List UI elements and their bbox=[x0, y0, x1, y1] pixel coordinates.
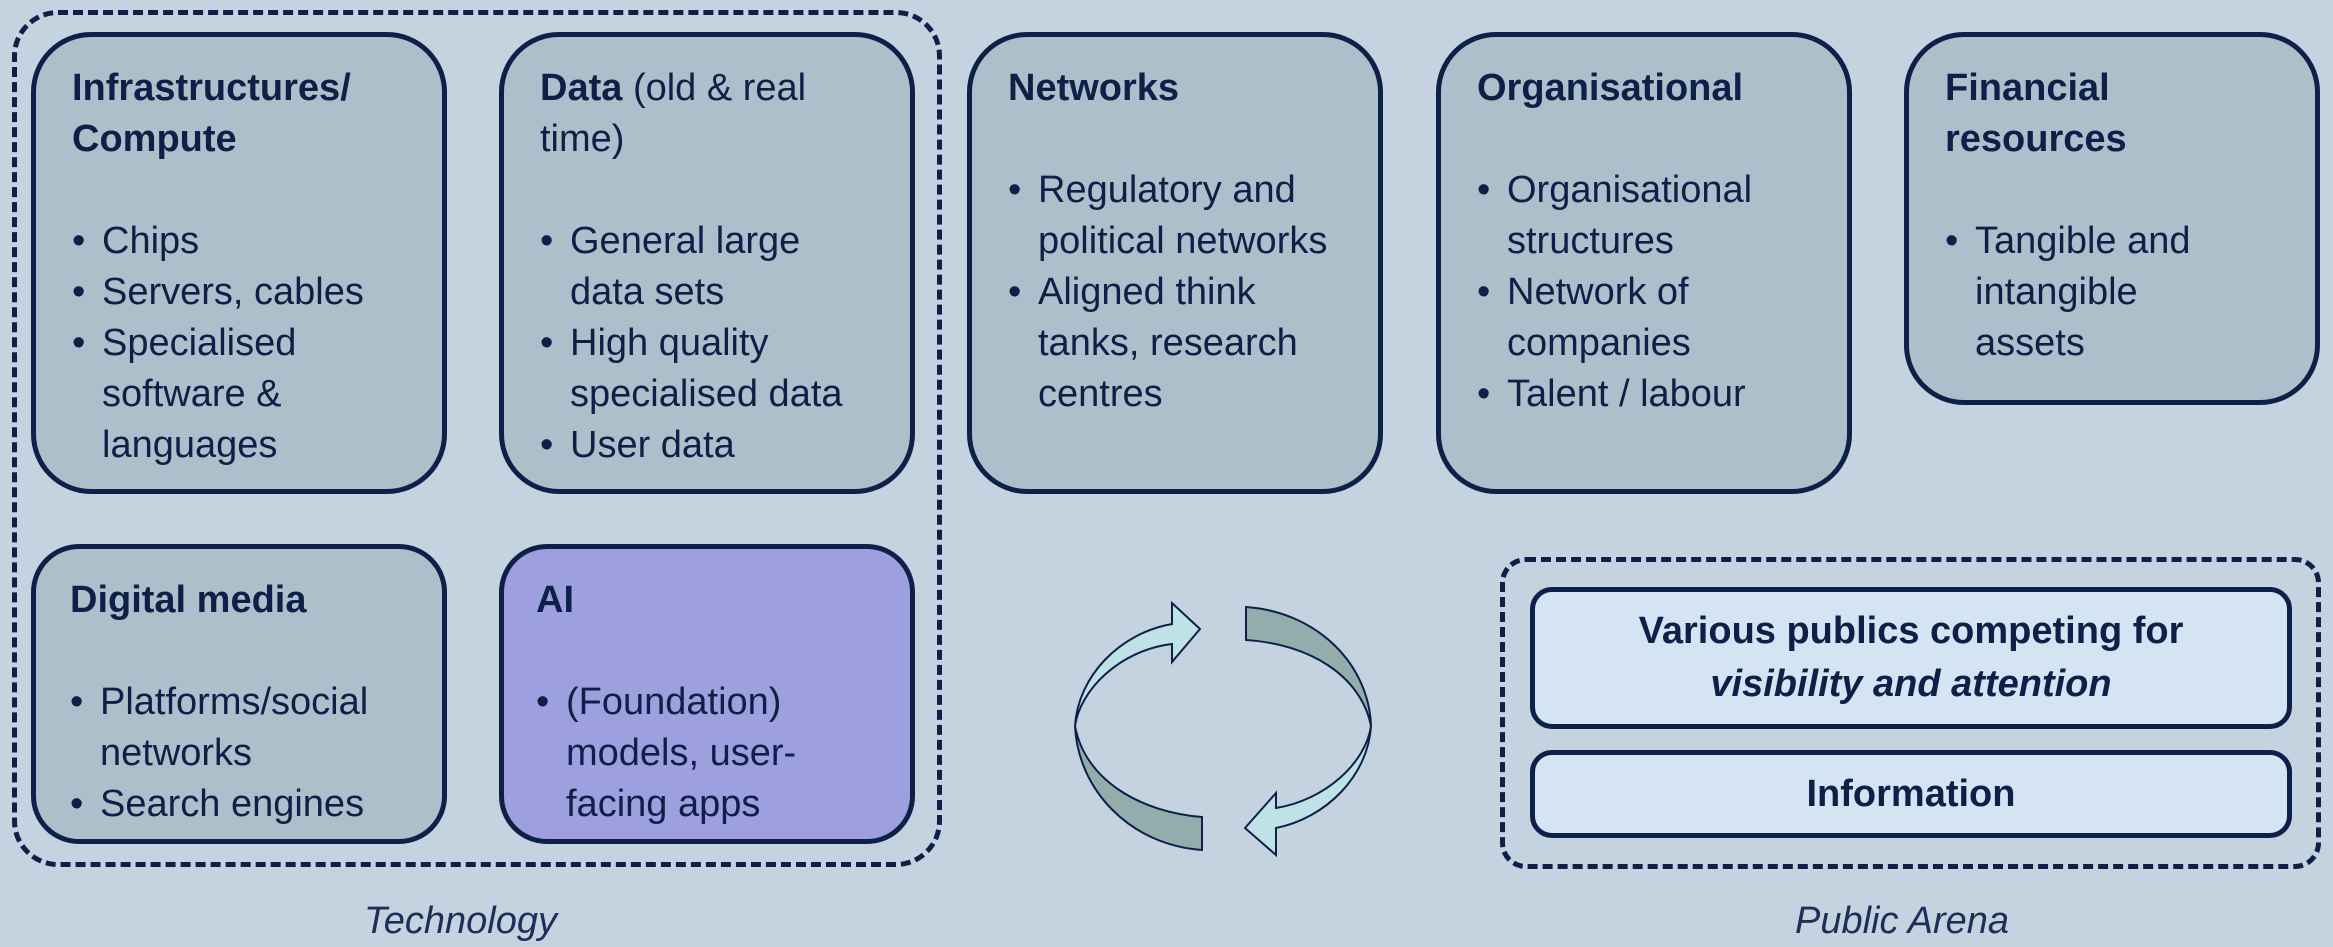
card-item-list: Tangible and intangible assets bbox=[1945, 216, 2281, 369]
card-item-list: Regulatory and political networks Aligne… bbox=[1008, 165, 1344, 420]
card-item-list: Platforms/social networks Search engines bbox=[70, 677, 408, 830]
ai-card: AI (Foundation) models, user-facing apps bbox=[499, 544, 915, 844]
cycle-arrows-icon bbox=[1074, 600, 1372, 858]
list-item: Network of companies bbox=[1477, 267, 1813, 369]
arrow-right-band-shape bbox=[1245, 605, 1372, 727]
list-item: Servers, cables bbox=[72, 267, 408, 318]
card-item-list: (Foundation) models, user-facing apps bbox=[536, 677, 876, 830]
card-title: Digital media bbox=[70, 579, 307, 621]
technology-label: Technology bbox=[364, 900, 557, 942]
technology-group bbox=[12, 10, 942, 867]
digital-media-card: Digital media Platforms/social networks … bbox=[31, 544, 447, 844]
card-title-sub: (old & real time) bbox=[540, 67, 807, 160]
infrastructures-compute-card: Infrastructures/ Compute Chips Servers, … bbox=[31, 32, 447, 494]
card-title: Data (old & real time) bbox=[540, 63, 876, 165]
list-item: Chips bbox=[72, 216, 408, 267]
card-title-main: Data bbox=[540, 67, 623, 109]
card-title: AI bbox=[536, 579, 574, 621]
card-item-list: Chips Servers, cables Specialised softwa… bbox=[72, 216, 408, 471]
list-item: Platforms/social networks bbox=[70, 677, 408, 779]
list-item: Tangible and intangible assets bbox=[1945, 216, 2205, 369]
public-arena-group bbox=[1500, 557, 2321, 869]
list-item: Aligned think tanks, research centres bbox=[1008, 267, 1344, 420]
arrow-bottom-right-shape bbox=[1243, 725, 1372, 858]
networks-card: Networks Regulatory and political networ… bbox=[967, 32, 1383, 494]
card-title: Financial resources bbox=[1945, 67, 2127, 160]
financial-resources-card: Financial resources Tangible and intangi… bbox=[1904, 32, 2320, 405]
data-card: Data (old & real time) General large dat… bbox=[499, 32, 915, 494]
list-item: High quality specialised data bbox=[540, 318, 876, 420]
list-item: Specialised software & languages bbox=[72, 318, 408, 471]
organisational-card: Organisational Organisational structures… bbox=[1436, 32, 1852, 494]
list-item: Organisational structures bbox=[1477, 165, 1813, 267]
list-item: User data bbox=[540, 420, 876, 471]
card-title: Organisational bbox=[1477, 67, 1744, 109]
competing-text: Various publics competing for bbox=[1638, 610, 2184, 652]
card-title: Infrastructures/ Compute bbox=[72, 67, 351, 160]
public-arena-label: Public Arena bbox=[1795, 900, 2010, 942]
information-text: Information bbox=[1806, 772, 2016, 815]
arrow-left-band-shape bbox=[1074, 725, 1203, 852]
card-title: Networks bbox=[1008, 67, 1180, 109]
card-item-list: General large data sets High quality spe… bbox=[540, 216, 876, 471]
list-item: Regulatory and political networks bbox=[1008, 165, 1344, 267]
arrow-top-left-shape bbox=[1074, 600, 1202, 727]
list-item: Talent / labour bbox=[1477, 369, 1813, 420]
information-box: Information bbox=[1530, 750, 2292, 838]
list-item: General large data sets bbox=[540, 216, 876, 318]
visibility-attention-box: Various publics competing for visibility… bbox=[1530, 587, 2292, 729]
list-item: Search engines bbox=[70, 779, 408, 830]
list-item: (Foundation) models, user-facing apps bbox=[536, 677, 816, 830]
visibility-text: visibility and attention bbox=[1710, 663, 2112, 705]
card-item-list: Organisational structures Network of com… bbox=[1477, 165, 1813, 420]
